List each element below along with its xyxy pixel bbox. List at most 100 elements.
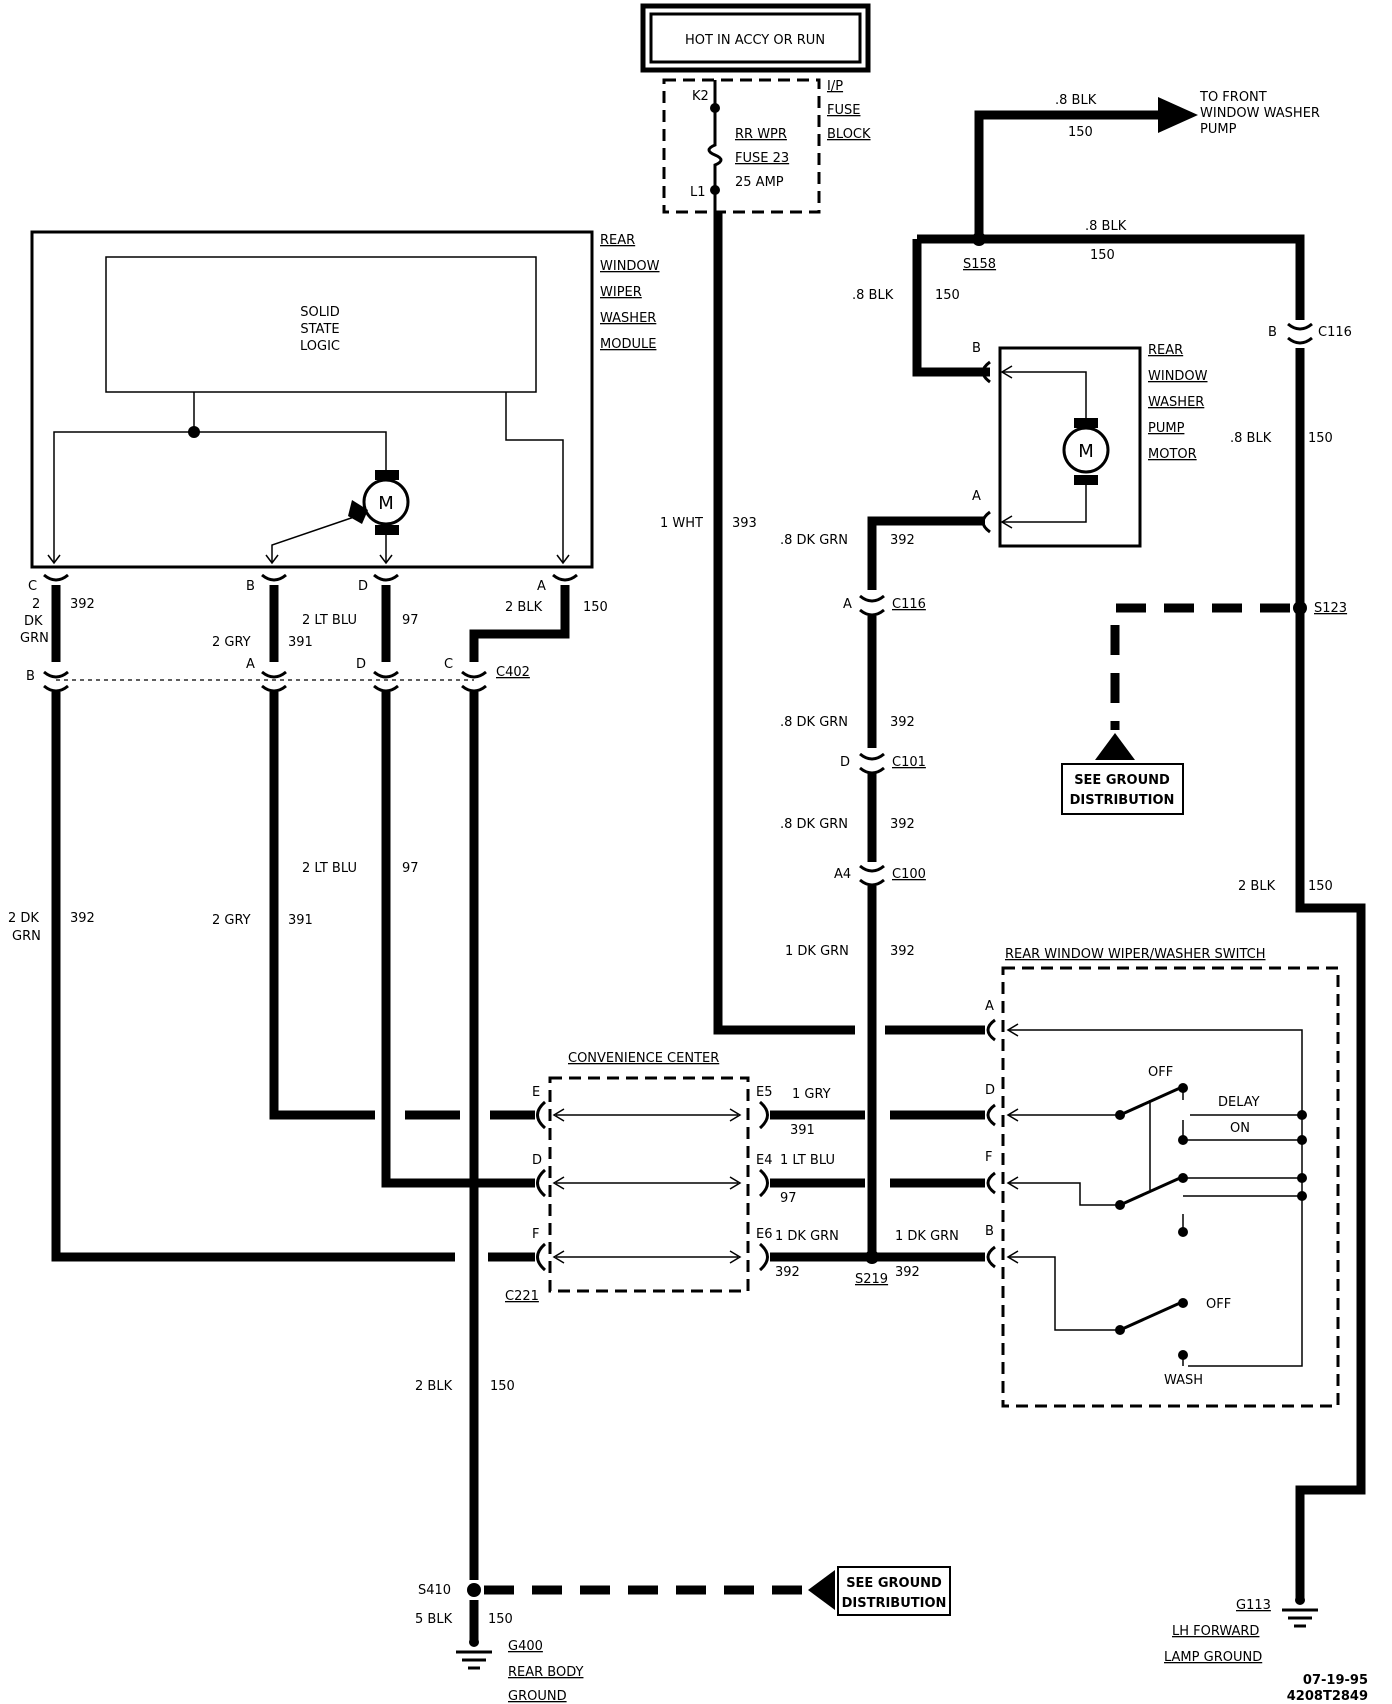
conv-pin-f: F — [532, 1227, 539, 1242]
low-blk-circuit: 150 — [490, 1379, 515, 1394]
blk8-right-circuit: 150 — [1308, 431, 1333, 446]
fuse-block-title-2: FUSE — [827, 103, 860, 118]
fuse-name: RR WPR — [735, 127, 787, 142]
dkgrn-d-circuit: 392 — [890, 944, 915, 959]
splice-s410 — [467, 1583, 481, 1597]
ground-dist-right-2: DISTRIBUTION — [1070, 793, 1175, 808]
ground-dist-bottom-2: DISTRIBUTION — [842, 1596, 947, 1611]
pump-pin-b: B — [972, 341, 981, 356]
mod-c-gauge-2: DK — [24, 614, 43, 629]
fuse-rating: 25 AMP — [735, 175, 784, 190]
blk8-left-gauge: .8 BLK — [852, 288, 894, 303]
mod-a-gauge: 2 BLK — [505, 600, 543, 615]
footer-code: 4208T2849 — [1287, 1689, 1368, 1704]
module-pin-c: C — [28, 579, 37, 594]
pump-title-2: WINDOW — [1148, 369, 1208, 384]
front-washer-3: PUMP — [1200, 122, 1237, 137]
c402-pin-d: D — [356, 657, 366, 672]
mod-d-gauge: 2 LT BLU — [302, 613, 357, 628]
switch-pin-a: A — [985, 999, 994, 1014]
c116-top-pin: B — [1268, 325, 1277, 340]
e5-gauge: 1 GRY — [792, 1087, 831, 1102]
conv-pin-e4: E4 — [756, 1153, 773, 1168]
dkgrn-a-circuit: 392 — [890, 533, 915, 548]
splice-s123 — [1293, 601, 1307, 615]
front-washer-1: TO FRONT — [1199, 90, 1267, 105]
e5-circuit: 391 — [790, 1123, 815, 1138]
switch-pin-b: B — [985, 1224, 994, 1239]
ground-dist-right-1: SEE GROUND — [1074, 773, 1170, 788]
c100-pin: A4 — [834, 867, 851, 882]
convenience-center: CONVENIENCE CENTER E D F E5 E4 E6 C221 — [505, 1051, 773, 1304]
low-ltblu-gauge: 2 LT BLU — [302, 861, 357, 876]
pump-title-1: REAR — [1148, 343, 1183, 358]
low-gry-circuit: 391 — [288, 913, 313, 928]
low-dkgrn-gauge-1: 2 DK — [8, 911, 39, 926]
low-gry-gauge: 2 GRY — [212, 913, 251, 928]
mod-d-circuit: 97 — [402, 613, 419, 628]
g400-ground: G400 REAR BODY GROUND — [456, 1637, 584, 1704]
g113-1: G113 — [1236, 1598, 1271, 1613]
pump-pin-a: A — [972, 489, 981, 504]
c116-mid-label: C116 — [892, 597, 926, 612]
g400-3: GROUND — [508, 1689, 567, 1704]
blk8-top-gauge: .8 BLK — [1055, 93, 1097, 108]
wht-gauge: 1 WHT — [660, 516, 703, 531]
pump-title-3: WASHER — [1148, 395, 1204, 410]
module-pin-b: B — [246, 579, 255, 594]
blk8-mid-circuit: 150 — [1090, 248, 1115, 263]
dkgrn-b-circuit: 392 — [890, 715, 915, 730]
dkgrn-b-gauge: .8 DK GRN — [780, 715, 848, 730]
module-title-2: WINDOW — [600, 259, 660, 274]
blk8-top-circuit: 150 — [1068, 125, 1093, 140]
power-source: HOT IN ACCY OR RUN — [640, 3, 871, 73]
c402-pin-c: C — [444, 657, 453, 672]
dkgrn-c-gauge: .8 DK GRN — [780, 817, 848, 832]
splice-s158 — [972, 232, 986, 246]
switch-delay: DELAY — [1218, 1095, 1260, 1110]
conv-pin-e: E — [532, 1085, 540, 1100]
blk2-right-gauge: 2 BLK — [1238, 879, 1276, 894]
blk8-left-circuit: 150 — [935, 288, 960, 303]
g400-2: REAR BODY — [508, 1665, 584, 1680]
e4-gauge: 1 LT BLU — [780, 1153, 835, 1168]
wiper-motor-symbol: M — [378, 493, 394, 514]
fuse-number: FUSE 23 — [735, 151, 789, 166]
c101-pin: D — [840, 755, 850, 770]
e4-circuit: 97 — [780, 1191, 797, 1206]
power-source-label: HOT IN ACCY OR RUN — [685, 33, 825, 48]
blk2-right-circuit: 150 — [1308, 879, 1333, 894]
s219-label: S219 — [855, 1272, 888, 1287]
pump-motor-symbol: M — [1078, 441, 1094, 462]
mod-b-circuit: 391 — [288, 635, 313, 650]
wiper-washer-switch: REAR WINDOW WIPER/WASHER SWITCH A D F B … — [985, 947, 1340, 1408]
module-connectors: C B D A — [28, 573, 578, 594]
pump-motor: M B A REAR WINDOW WASHER PUMP MOTOR — [972, 341, 1208, 548]
fuse-pin-k2: K2 — [692, 89, 709, 104]
dkgrn-a-gauge: .8 DK GRN — [780, 533, 848, 548]
ground-dist-bottom-1: SEE GROUND — [846, 1576, 942, 1591]
c402-connector: B A D C C402 — [26, 657, 530, 693]
conv-pin-e6: E6 — [756, 1227, 773, 1242]
switch-pin-f: F — [985, 1150, 992, 1165]
s158-label: S158 — [963, 257, 996, 272]
fuse-block-title-1: I/P — [827, 79, 843, 94]
mod-a-circuit: 150 — [583, 600, 608, 615]
logic-label-2: STATE — [300, 322, 339, 337]
front-washer-2: WINDOW WASHER — [1200, 106, 1320, 121]
pump-title-5: MOTOR — [1148, 447, 1197, 462]
bottom-blk-circuit: 150 — [488, 1612, 513, 1627]
blk8-right-gauge: .8 BLK — [1230, 431, 1272, 446]
module-title-1: REAR — [600, 233, 635, 248]
e6-circuit: 392 — [775, 1265, 800, 1280]
c116-top-label: C116 — [1318, 325, 1352, 340]
fuse-block-title-3: BLOCK — [827, 127, 871, 142]
logic-label-1: SOLID — [300, 305, 340, 320]
mod-c-circuit: 392 — [70, 597, 95, 612]
bottom-blk-gauge: 5 BLK — [415, 1612, 453, 1627]
c402-pin-a: A — [246, 657, 255, 672]
low-dkgrn-circuit: 392 — [70, 911, 95, 926]
footer-date: 07-19-95 — [1303, 1673, 1368, 1688]
module-title-3: WIPER — [600, 285, 642, 300]
